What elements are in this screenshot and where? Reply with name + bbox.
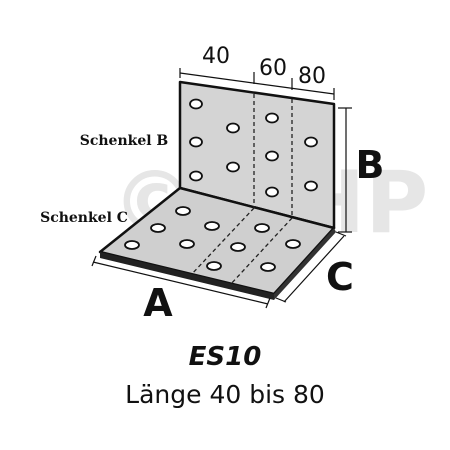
holes-vertical-leg bbox=[189, 98, 318, 198]
dimension-label-b: B bbox=[356, 143, 385, 187]
hole bbox=[150, 223, 166, 233]
hole bbox=[226, 122, 240, 134]
hole bbox=[206, 261, 222, 271]
leg-b-label: Schenkel B bbox=[80, 133, 169, 149]
bend-line bbox=[179, 187, 335, 229]
length-division-lines bbox=[189, 94, 293, 286]
front-edge bbox=[100, 252, 274, 300]
hole bbox=[179, 239, 195, 249]
dimension-label-a: A bbox=[143, 281, 173, 325]
dimension-width-80: 80 bbox=[298, 64, 326, 89]
hole bbox=[254, 223, 270, 233]
side-edge bbox=[274, 228, 336, 300]
hole bbox=[189, 98, 203, 110]
hole bbox=[285, 239, 301, 249]
hole bbox=[265, 150, 279, 162]
hole bbox=[175, 206, 191, 216]
dimension-width-40: 40 bbox=[202, 44, 230, 69]
model-name: ES10 bbox=[189, 342, 262, 372]
hole bbox=[204, 221, 220, 231]
hole bbox=[189, 170, 203, 182]
hole bbox=[189, 136, 203, 148]
hole bbox=[304, 180, 318, 192]
dimension-width-60: 60 bbox=[259, 56, 287, 81]
hole bbox=[124, 240, 140, 250]
dimension-lines bbox=[91, 68, 352, 309]
length-range: Länge 40 bis 80 bbox=[125, 380, 325, 409]
hole bbox=[226, 161, 240, 173]
hole bbox=[260, 262, 276, 272]
hole bbox=[265, 186, 279, 198]
hole bbox=[304, 136, 318, 148]
dimension-label-c: C bbox=[326, 255, 354, 299]
hole bbox=[230, 242, 246, 252]
leg-c-label: Schenkel C bbox=[40, 210, 128, 226]
holes-horizontal-leg bbox=[124, 206, 301, 272]
hole bbox=[265, 112, 279, 124]
